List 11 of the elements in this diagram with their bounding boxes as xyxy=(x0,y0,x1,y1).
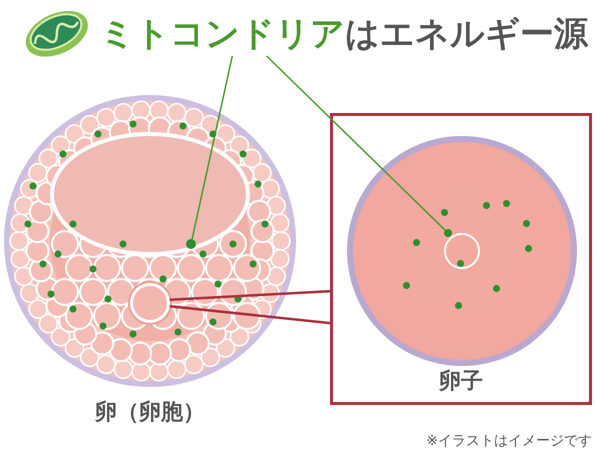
mitochondrion-dot xyxy=(444,229,452,237)
zoom-line xyxy=(170,290,332,302)
inset-frame xyxy=(330,113,592,405)
heading-text: ミトコンドリアはエネルギー源 xyxy=(100,12,590,56)
leader-line xyxy=(266,55,446,231)
oocyte-circle xyxy=(130,283,170,323)
zoom-line xyxy=(170,304,332,324)
leader-line xyxy=(191,56,234,240)
egg-label: 卵子 xyxy=(438,368,484,396)
follicle-label: 卵（卵胞） xyxy=(94,399,206,427)
note-text: ※イラストはイメージです xyxy=(426,432,592,450)
